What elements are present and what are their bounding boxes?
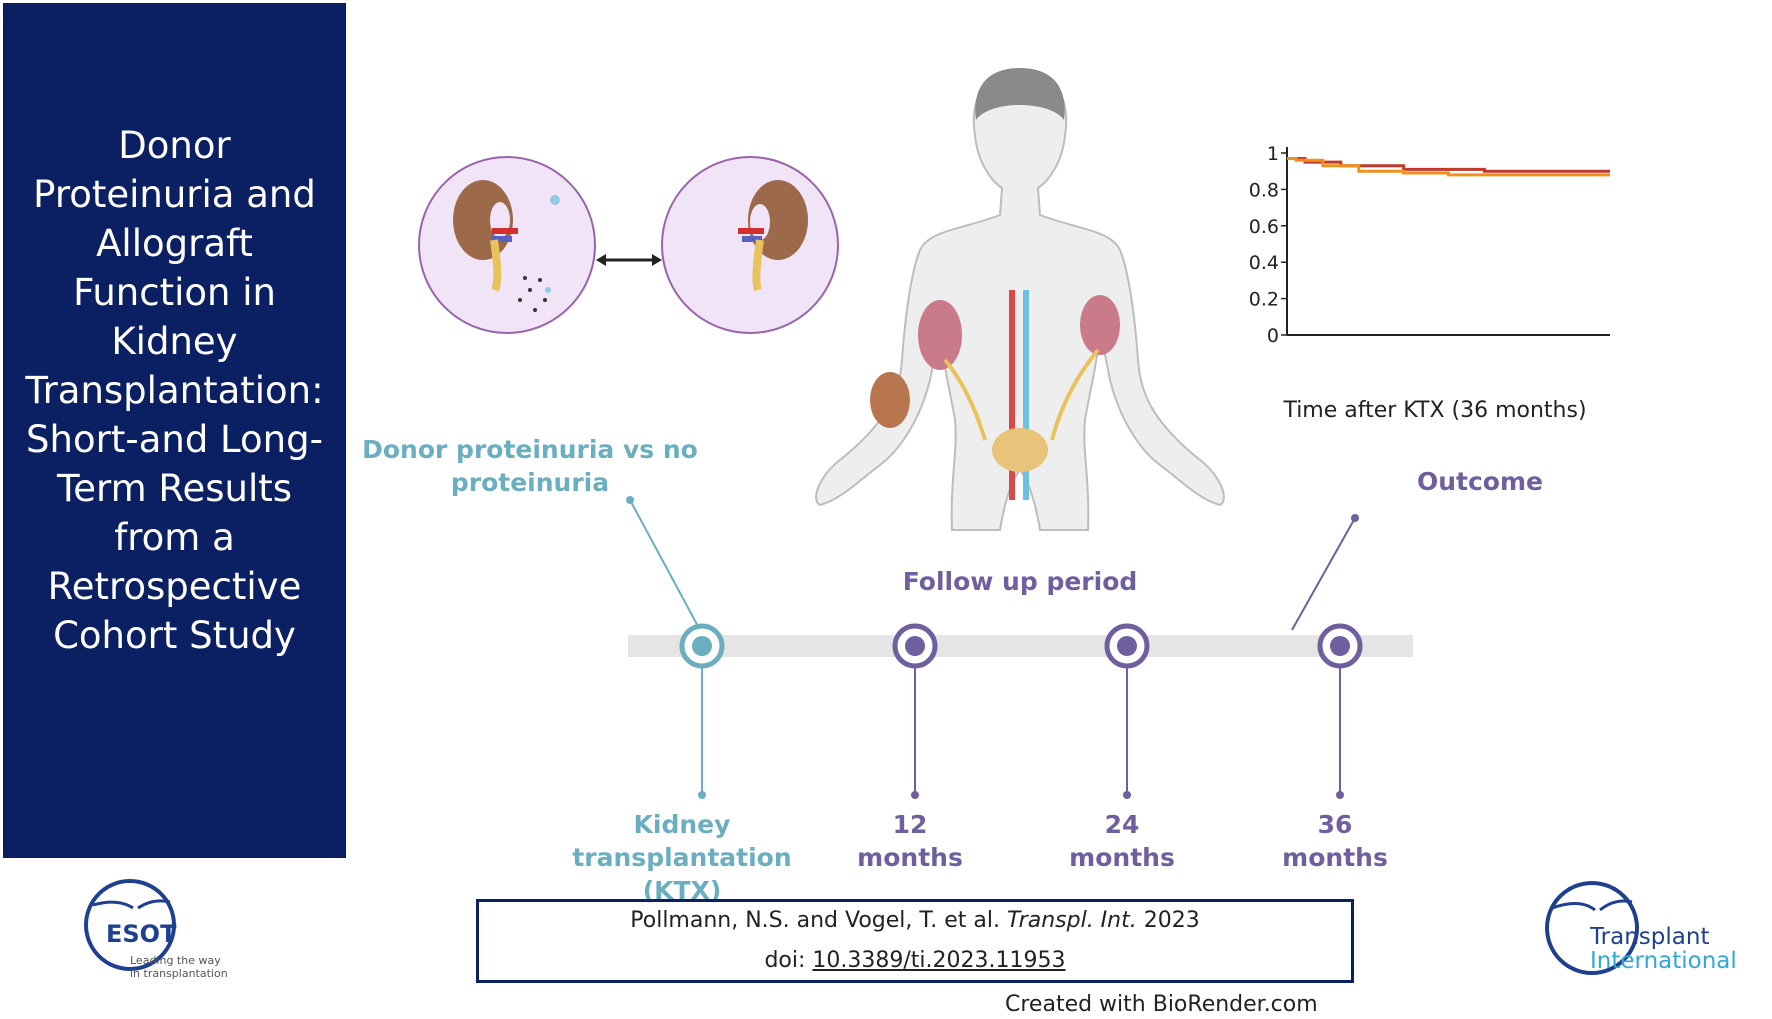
citation-journal: Transpl. Int. xyxy=(1006,908,1137,933)
citation-line: Pollmann, N.S. and Vogel, T. et al. Tran… xyxy=(479,908,1351,933)
citation-box: Pollmann, N.S. and Vogel, T. et al. Tran… xyxy=(476,899,1354,983)
milestone-label-36-line2: months xyxy=(1282,843,1388,872)
doi-link[interactable]: 10.3389/ti.2023.11953 xyxy=(812,948,1066,973)
chart-y-tick-label: 1 xyxy=(1267,143,1279,165)
esot-name: ESOT xyxy=(106,920,177,948)
timeline xyxy=(626,496,1413,799)
milestone-label-24-line1: 24 xyxy=(1104,810,1140,839)
esot-tagline-2: in transplantation xyxy=(130,967,228,980)
page-title: Donor Proteinuria and Allograft Function… xyxy=(25,124,324,657)
milestone-label-36-line1: 36 xyxy=(1317,810,1353,839)
milestone-label-12: 12 months xyxy=(835,808,985,874)
human-body-illustration xyxy=(815,68,1225,531)
milestone-label-12-line1: 12 xyxy=(892,810,928,839)
doi-prefix: doi: xyxy=(764,948,813,973)
milestone-label-36: 36 months xyxy=(1260,808,1410,874)
milestone-12-months xyxy=(892,623,938,799)
chart-y-tick-label: 0.8 xyxy=(1249,179,1279,201)
exposure-label: Donor proteinuria vs no proteinuria xyxy=(360,433,700,499)
ti-line2: International xyxy=(1590,948,1737,974)
title-panel: Donor Proteinuria and Allograft Function… xyxy=(3,3,346,858)
chart-x-axis-label: Time after KTX (36 months) xyxy=(1282,398,1586,423)
exposure-label-line2: proteinuria xyxy=(450,468,610,497)
chart-y-tick-label: 0 xyxy=(1267,325,1279,347)
transplant-international-logo: Transplant International xyxy=(1545,881,1737,975)
milestone-ktx xyxy=(679,623,725,799)
doi-line: doi: 10.3389/ti.2023.11953 xyxy=(479,948,1351,973)
kidney-comparison xyxy=(418,156,839,334)
milestone-label-ktx-line1: Kidney transplantation xyxy=(572,810,792,872)
esot-logo: ESOT Leading the way in transplantation xyxy=(84,879,228,980)
survival-chart: 0 0.2 0.4 0.6 0.8 1 Time after KTX (36 months… xyxy=(1249,143,1610,423)
esot-tagline-1: Leading the way xyxy=(130,954,221,967)
follow-up-label: Follow up period xyxy=(902,567,1138,596)
outcome-label: Outcome xyxy=(1416,467,1543,496)
milestone-label-ktx: Kidney transplantation (KTX) xyxy=(522,808,842,907)
chart-y-tick-label: 0.6 xyxy=(1249,216,1279,238)
chart-series-line-2 xyxy=(1287,156,1610,177)
biorender-credit: Created with BioRender.com xyxy=(1005,992,1318,1017)
kidney-proteinuria-circle xyxy=(418,156,596,334)
milestone-label-24: 24 months xyxy=(1047,808,1197,874)
milestone-label-12-line2: months xyxy=(857,843,963,872)
exposure-label-line1: Donor proteinuria vs no xyxy=(362,435,698,464)
timeline-bar xyxy=(628,635,1413,657)
milestone-24-months xyxy=(1104,623,1150,799)
chart-y-tick-label: 0.4 xyxy=(1249,252,1279,274)
double-arrow xyxy=(596,254,662,266)
milestone-label-24-line2: months xyxy=(1069,843,1175,872)
kidney-no-proteinuria-circle xyxy=(661,156,839,334)
citation-year: 2023 xyxy=(1136,908,1200,933)
citation-authors: Pollmann, N.S. and Vogel, T. et al. xyxy=(630,908,1007,933)
milestone-36-months xyxy=(1317,623,1363,799)
chart-y-tick-label: 0.2 xyxy=(1249,289,1279,311)
ti-line1: Transplant xyxy=(1589,924,1709,950)
